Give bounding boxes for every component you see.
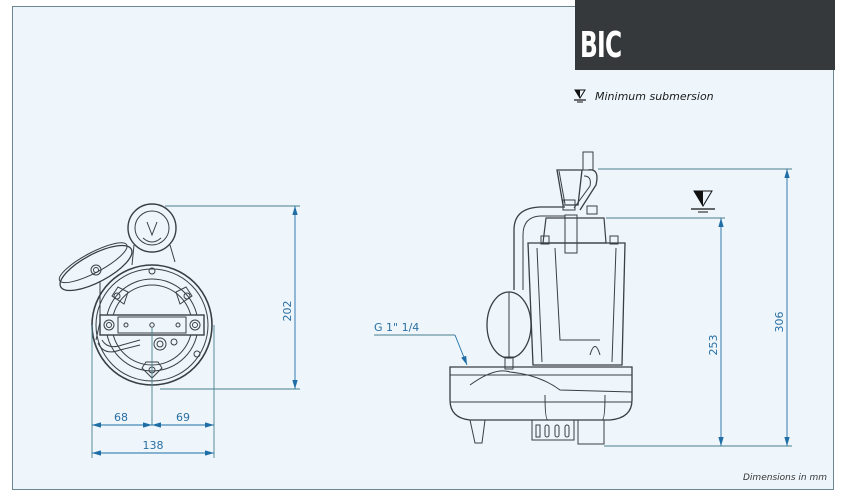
dimension-138: 138 [143, 439, 164, 452]
legend-label: Minimum submersion [595, 89, 714, 103]
units-note: Dimensions in mm [743, 473, 827, 483]
outlet-thread-label: G 1" 1/4 [374, 321, 419, 334]
dimension-69: 69 [176, 411, 190, 424]
legend-minimum-submersion: Minimum submersion [573, 89, 714, 103]
product-title: BIC [580, 25, 622, 66]
side-view-dimensions [374, 168, 792, 447]
top-view-dimensions [91, 205, 300, 458]
minimum-submersion-marker-icon [691, 190, 715, 213]
side-view [449, 151, 633, 445]
drawing-frame [12, 6, 834, 490]
dimension-68: 68 [114, 411, 128, 424]
dimension-306: 306 [773, 312, 786, 333]
title-bar [575, 0, 835, 70]
top-view [58, 203, 213, 386]
minimum-submersion-icon [574, 89, 586, 103]
dimension-253: 253 [707, 335, 720, 356]
dimension-202: 202 [281, 301, 294, 322]
